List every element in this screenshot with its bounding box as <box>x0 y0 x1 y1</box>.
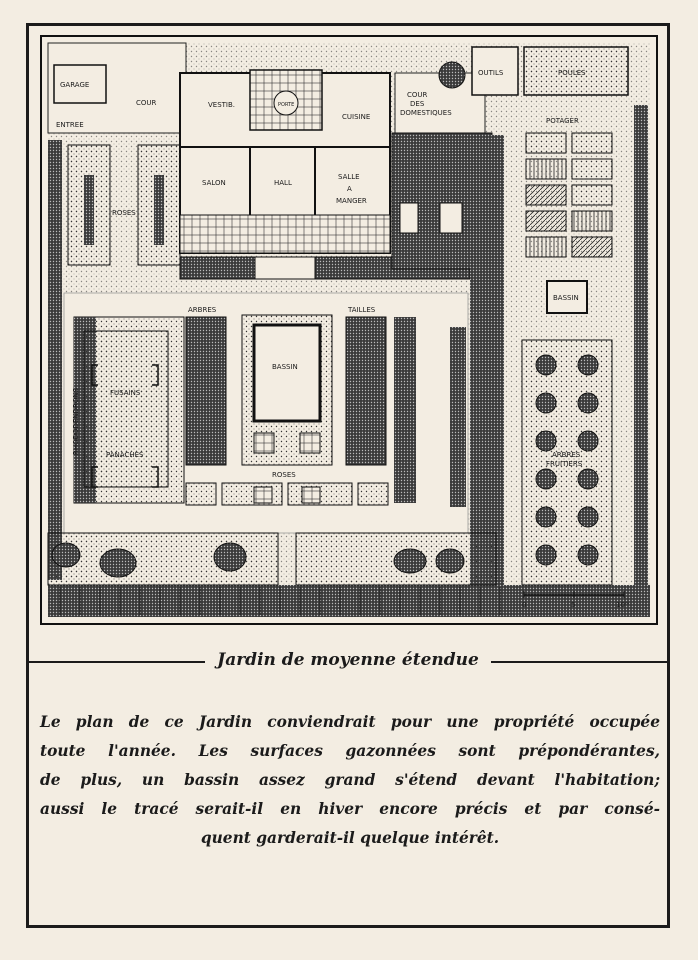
potager-label: POTAGER <box>546 117 579 125</box>
bottom-shrubs <box>51 542 465 578</box>
arbres-tailles-left <box>185 316 227 466</box>
scale-label-5: 5 <box>571 601 575 609</box>
terrace <box>179 214 391 254</box>
roses-left-label: ROSES <box>112 209 136 217</box>
description: Le plan de ce Jardin conviendrait pour u… <box>40 708 660 853</box>
caption-title: Jardin de moyenne étendue <box>205 650 491 670</box>
salle-label-1: SALLE <box>338 173 360 181</box>
cour-dom-label-1: COUR <box>407 91 428 99</box>
scale-bar: 0 5 10ᵐ <box>522 591 629 609</box>
house: PORTE VESTIB. CUISINE SALON HALL SALLE A… <box>179 69 391 254</box>
salle-label-3: MANGER <box>336 197 367 205</box>
outils-label: OUTILS <box>478 69 504 77</box>
fruit-trees-label-1: ARBRES <box>552 451 581 459</box>
description-line-2: toute l'année. Les surfaces gazonnées so… <box>40 742 660 760</box>
roses-bottom-label: ROSES <box>272 471 296 479</box>
salon-label: SALON <box>202 179 226 187</box>
description-line-5: quent garderait-il quelque intérêt. <box>200 829 500 847</box>
poules <box>523 46 629 96</box>
rhododendrons-label: RHODODENDRONS <box>72 387 80 455</box>
small-basin <box>546 280 588 314</box>
poules-label: POULES <box>558 69 586 77</box>
hall-label: HALL <box>274 179 292 187</box>
cour-dom-label-3: DOMESTIQUES <box>400 109 452 117</box>
entree-label: ENTREE <box>56 121 84 129</box>
cuisine-label: CUISINE <box>342 113 370 121</box>
potager-beds <box>525 132 613 258</box>
porte-label: PORTE <box>278 102 294 108</box>
tailles-label: TAILLES <box>347 306 376 314</box>
fruit-trees <box>535 354 599 566</box>
main-basin <box>252 323 322 423</box>
small-basin-label: BASSIN <box>553 294 579 302</box>
salle-label-2: A <box>347 185 352 193</box>
garage-label: GARAGE <box>60 81 89 89</box>
garden-plan: GARAGE ENTREE COUR PORTE VESTIB. CUISINE… <box>40 35 658 625</box>
cour-label: COUR <box>136 99 157 107</box>
scale-label-10: 10ᵐ <box>616 601 629 609</box>
vestib-label: VESTIB. <box>208 101 235 109</box>
bottom-hedge <box>48 585 650 617</box>
description-line-4: aussi le tracé serait-il en hiver encore… <box>40 800 660 818</box>
left-hedge <box>48 140 62 580</box>
panaches-label: PANACHES <box>106 451 144 459</box>
outils <box>471 46 519 96</box>
fusains-label: FUSAINS <box>110 389 141 397</box>
caption-row: Jardin de moyenne étendue <box>28 650 668 674</box>
description-line-3: de plus, un bassin assez grand s'étend d… <box>40 771 660 789</box>
arbres-tailles-right <box>345 316 387 466</box>
description-line-1: Le plan de ce Jardin conviendrait pour u… <box>40 713 660 731</box>
fruit-trees-label-2: FRUITIERS <box>546 460 583 468</box>
main-basin-label: BASSIN <box>272 363 298 371</box>
page-frame <box>26 23 670 928</box>
garage <box>53 64 107 104</box>
vine-column <box>470 135 504 585</box>
scale-label-0: 0 <box>522 601 526 609</box>
cour-dom-label-2: DES <box>410 100 425 108</box>
right-hedge <box>634 105 648 617</box>
arbres-label: ARBRES <box>188 306 217 314</box>
orchard <box>521 339 613 586</box>
